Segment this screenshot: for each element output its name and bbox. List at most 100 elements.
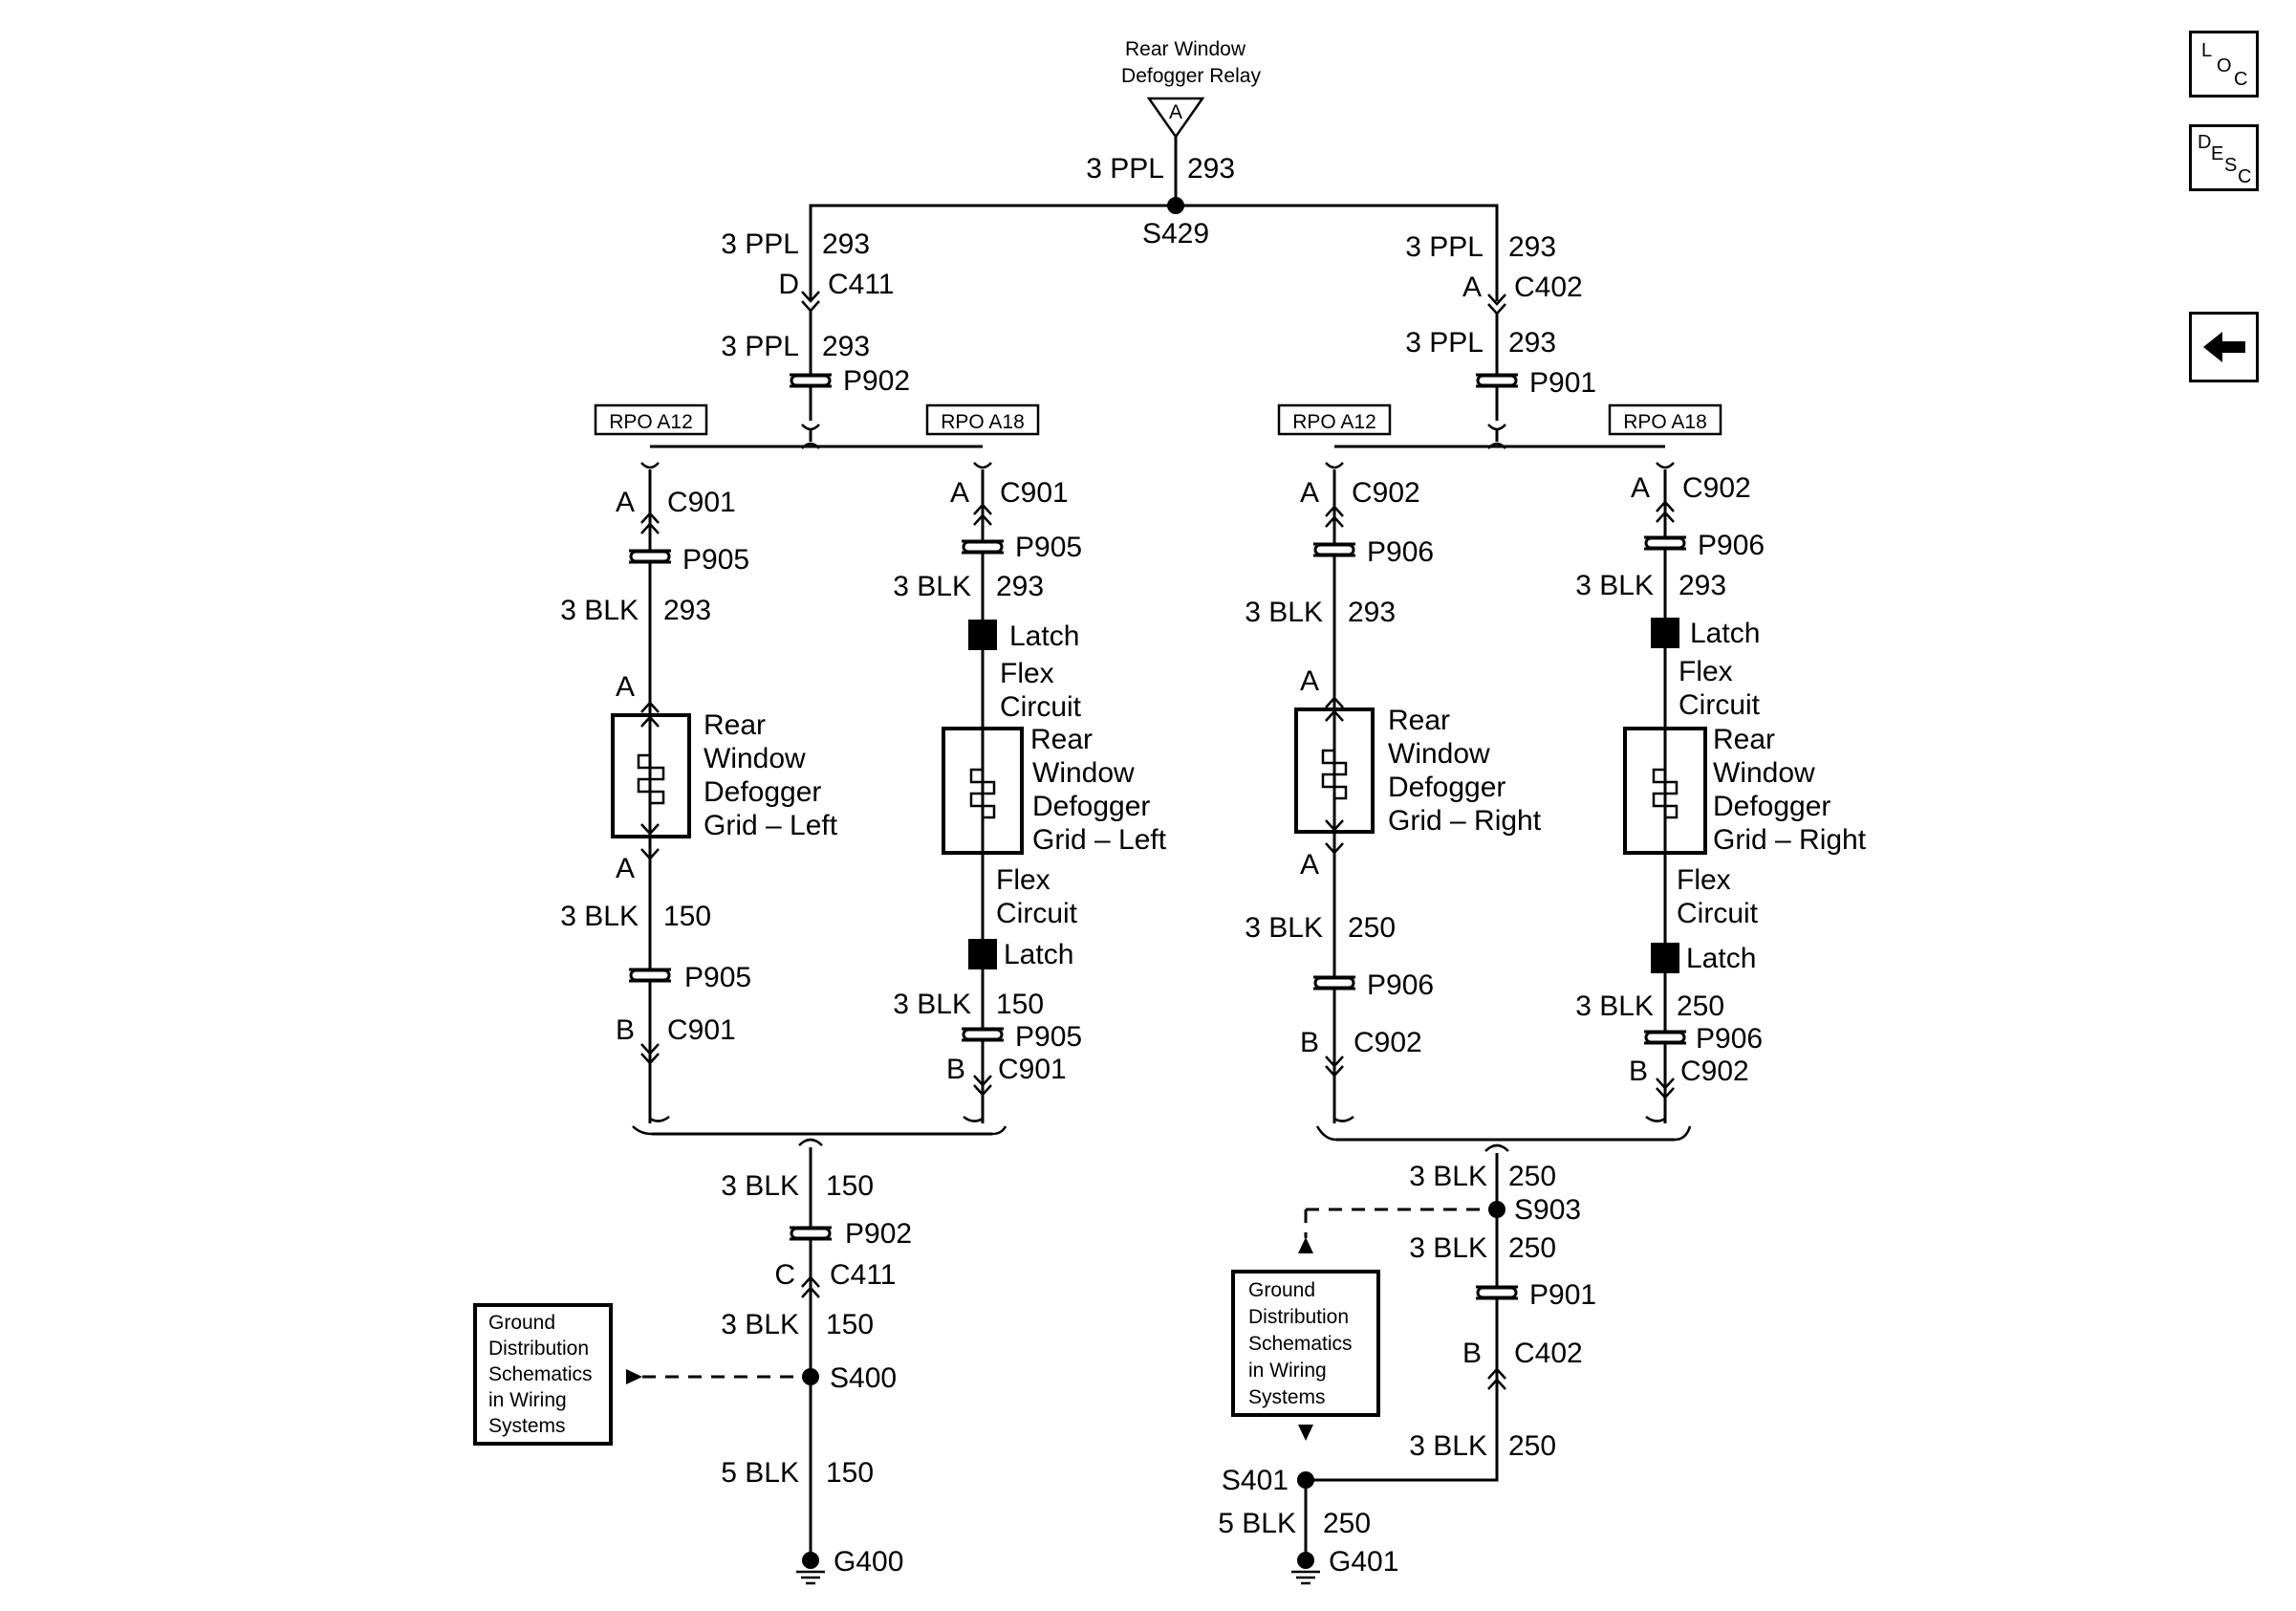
flex-circuit-label: Circuit	[1677, 898, 1759, 929]
wire-gauge: 3 BLK	[1245, 597, 1323, 628]
pin-label: A	[616, 853, 635, 884]
pin-label: B	[1462, 1338, 1482, 1369]
option-a18-label: RPO A18	[1623, 411, 1707, 433]
splice-s903	[1488, 1201, 1505, 1218]
pin-label: A	[1631, 472, 1650, 504]
heater-element-icon	[969, 729, 996, 853]
connector-c901: C901	[1000, 477, 1069, 509]
wire-gauge: 3 PPL	[721, 331, 799, 362]
defogger-grid-right-a12-box	[1294, 708, 1375, 834]
connector-p906: P906	[1696, 1023, 1763, 1055]
latch-label: Latch	[1686, 943, 1756, 974]
arrow-left-icon	[2203, 332, 2245, 362]
heater-element-icon	[1321, 711, 1348, 830]
ground-g401-label: G401	[1329, 1546, 1398, 1578]
option-a12-label: RPO A12	[1292, 411, 1376, 433]
connector-c902: C902	[1354, 1027, 1422, 1058]
pin-label: B	[1629, 1056, 1648, 1087]
wire-gauge: 5 BLK	[721, 1457, 799, 1489]
wire-circuit: 250	[1508, 1232, 1556, 1264]
flex-circuit-label: Circuit	[996, 898, 1078, 929]
grid-label: Grid – Left	[704, 810, 838, 841]
ground-ref-line: Ground	[1248, 1279, 1315, 1301]
grid-label: Rear	[704, 709, 766, 741]
connector-p902-top: P902	[843, 365, 910, 397]
ground-distribution-ref-left[interactable]	[473, 1303, 613, 1446]
defogger-grid-left-a12-box	[611, 713, 691, 838]
ground-distribution-ref-right[interactable]	[1231, 1270, 1380, 1417]
connector-p905: P905	[1015, 532, 1082, 563]
grid-label: Window	[1388, 738, 1490, 770]
option-a12-label: RPO A12	[609, 411, 693, 433]
grid-label: Defogger	[704, 776, 821, 808]
connector-c402-bottom: C402	[1514, 1338, 1583, 1369]
pin-label: A	[1300, 665, 1319, 697]
option-badge-a18-right	[1608, 403, 1722, 436]
wire-gauge: 3 BLK	[893, 571, 971, 602]
wire-circuit: 250	[1508, 1161, 1556, 1192]
wire-circuit: 250	[1508, 1430, 1556, 1462]
connector-p905: P905	[684, 962, 751, 993]
splice-s400-label: S400	[830, 1362, 897, 1394]
reference-arrow-icon	[1298, 1237, 1313, 1253]
connector-p906: P906	[1367, 969, 1434, 1001]
connector-p902-bottom: P902	[845, 1218, 912, 1250]
splice-s401-label: S401	[1222, 1465, 1289, 1496]
grid-label: Grid – Right	[1713, 824, 1867, 856]
wire-gauge: 3 BLK	[721, 1309, 799, 1340]
back-button[interactable]	[2189, 312, 2259, 382]
latch-block	[1651, 618, 1679, 648]
wire-circuit: 293	[822, 229, 870, 260]
ground-g401-icon	[1297, 1552, 1314, 1569]
pin-label: A	[616, 671, 635, 703]
connector-c901: C901	[667, 487, 736, 518]
ground-ref-line: Distribution	[488, 1338, 589, 1360]
latch-label: Latch	[1690, 618, 1760, 649]
connector-p901-bottom: P901	[1529, 1279, 1596, 1311]
connector-c411-top: C411	[828, 269, 895, 300]
connector-p906: P906	[1698, 530, 1765, 561]
latch-block	[968, 939, 997, 969]
flex-circuit-label: Flex	[1000, 658, 1054, 689]
wire-circuit: 150	[826, 1309, 874, 1340]
ground-ref-line: Ground	[488, 1312, 555, 1334]
splice-s429-label: S429	[1142, 218, 1209, 250]
flex-circuit-label: Circuit	[1000, 691, 1082, 723]
wire-gauge: 3 PPL	[1405, 327, 1484, 359]
ground-ref-line: Systems	[1248, 1386, 1326, 1408]
pin-label: B	[616, 1014, 635, 1046]
loc-l: L	[2201, 40, 2213, 61]
desc-e: E	[2211, 143, 2224, 164]
ground-ref-line: in Wiring	[1248, 1360, 1327, 1382]
desc-button[interactable]: D E S C	[2189, 124, 2259, 191]
wire-gauge: 3 BLK	[893, 989, 971, 1020]
heater-element-icon	[637, 717, 665, 834]
grid-label: Window	[704, 743, 806, 774]
wire-circuit: 293	[1679, 570, 1726, 601]
grid-label: Defogger	[1032, 791, 1150, 822]
option-badge-a12-left	[594, 403, 708, 436]
wire-gauge: 3 PPL	[721, 229, 799, 260]
top-gauge: 3 PPL	[1086, 153, 1164, 185]
relay-terminal-triangle	[1146, 97, 1205, 140]
relay-title: Rear Window	[1125, 38, 1246, 60]
pin-label: B	[946, 1054, 965, 1085]
grid-label: Defogger	[1713, 791, 1830, 822]
wire-gauge: 3 PPL	[1405, 231, 1484, 263]
wire-gauge: 3 BLK	[1575, 991, 1654, 1022]
connector-c902: C902	[1682, 472, 1751, 504]
loc-button[interactable]: L O C	[2189, 31, 2259, 98]
wire-circuit: 293	[663, 595, 711, 626]
reference-arrow-icon	[1298, 1425, 1313, 1441]
wire-circuit: 293	[1508, 231, 1556, 263]
wire-circuit: 293	[1508, 327, 1556, 359]
connector-c411-bottom: C411	[830, 1259, 897, 1291]
latch-block	[1651, 943, 1679, 973]
loc-o: O	[2217, 55, 2232, 76]
wire-gauge: 3 BLK	[560, 901, 639, 932]
ground-g400-label: G400	[834, 1546, 903, 1578]
grid-label: Window	[1713, 757, 1815, 789]
top-circuit: 293	[1187, 153, 1235, 185]
grid-label: Rear	[1388, 705, 1450, 736]
grid-label: Grid – Left	[1032, 824, 1167, 856]
